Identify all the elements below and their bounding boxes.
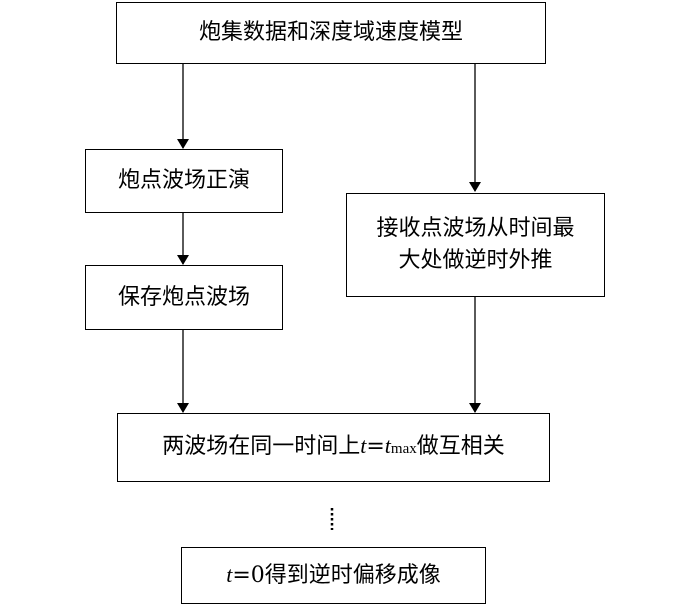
correlate-t: t — [360, 433, 367, 458]
node-receiver-label-line1: 接收点波场从时间最 — [376, 216, 575, 241]
node-rtm-image: t=0得到逆时偏移成像 — [181, 547, 486, 604]
node-input-data: 炮集数据和深度域速度模型 — [116, 2, 546, 64]
node-forward-label: 炮点波场正演 — [117, 168, 250, 193]
node-store-wavefield: 保存炮点波场 — [85, 265, 283, 330]
node-receiver-extrapolation: 接收点波场从时间最 大处做逆时外推 — [346, 193, 605, 297]
result-suffix: =0得到逆时偏移成像 — [232, 563, 441, 588]
node-result-label: t=0得到逆时偏移成像 — [226, 559, 441, 592]
node-correlate-label: 两波场在同一时间上t=tmax做互相关 — [162, 430, 505, 465]
correlate-prefix: 两波场在同一时间上 — [162, 434, 361, 459]
correlate-suffix: 做互相关 — [416, 434, 505, 459]
node-receiver-label-line2: 大处做逆时外推 — [398, 248, 553, 273]
result-t: t — [226, 562, 233, 587]
node-input-label: 炮集数据和深度域速度模型 — [198, 20, 463, 45]
node-store-label: 保存炮点波场 — [117, 284, 250, 310]
node-cross-correlation: 两波场在同一时间上t=tmax做互相关 — [117, 413, 550, 482]
correlate-equals: = — [366, 434, 385, 459]
node-source-forward: 炮点波场正演 — [85, 149, 283, 213]
correlate-tmax-t: t — [384, 433, 391, 458]
correlate-tmax-sub: max — [390, 441, 417, 457]
